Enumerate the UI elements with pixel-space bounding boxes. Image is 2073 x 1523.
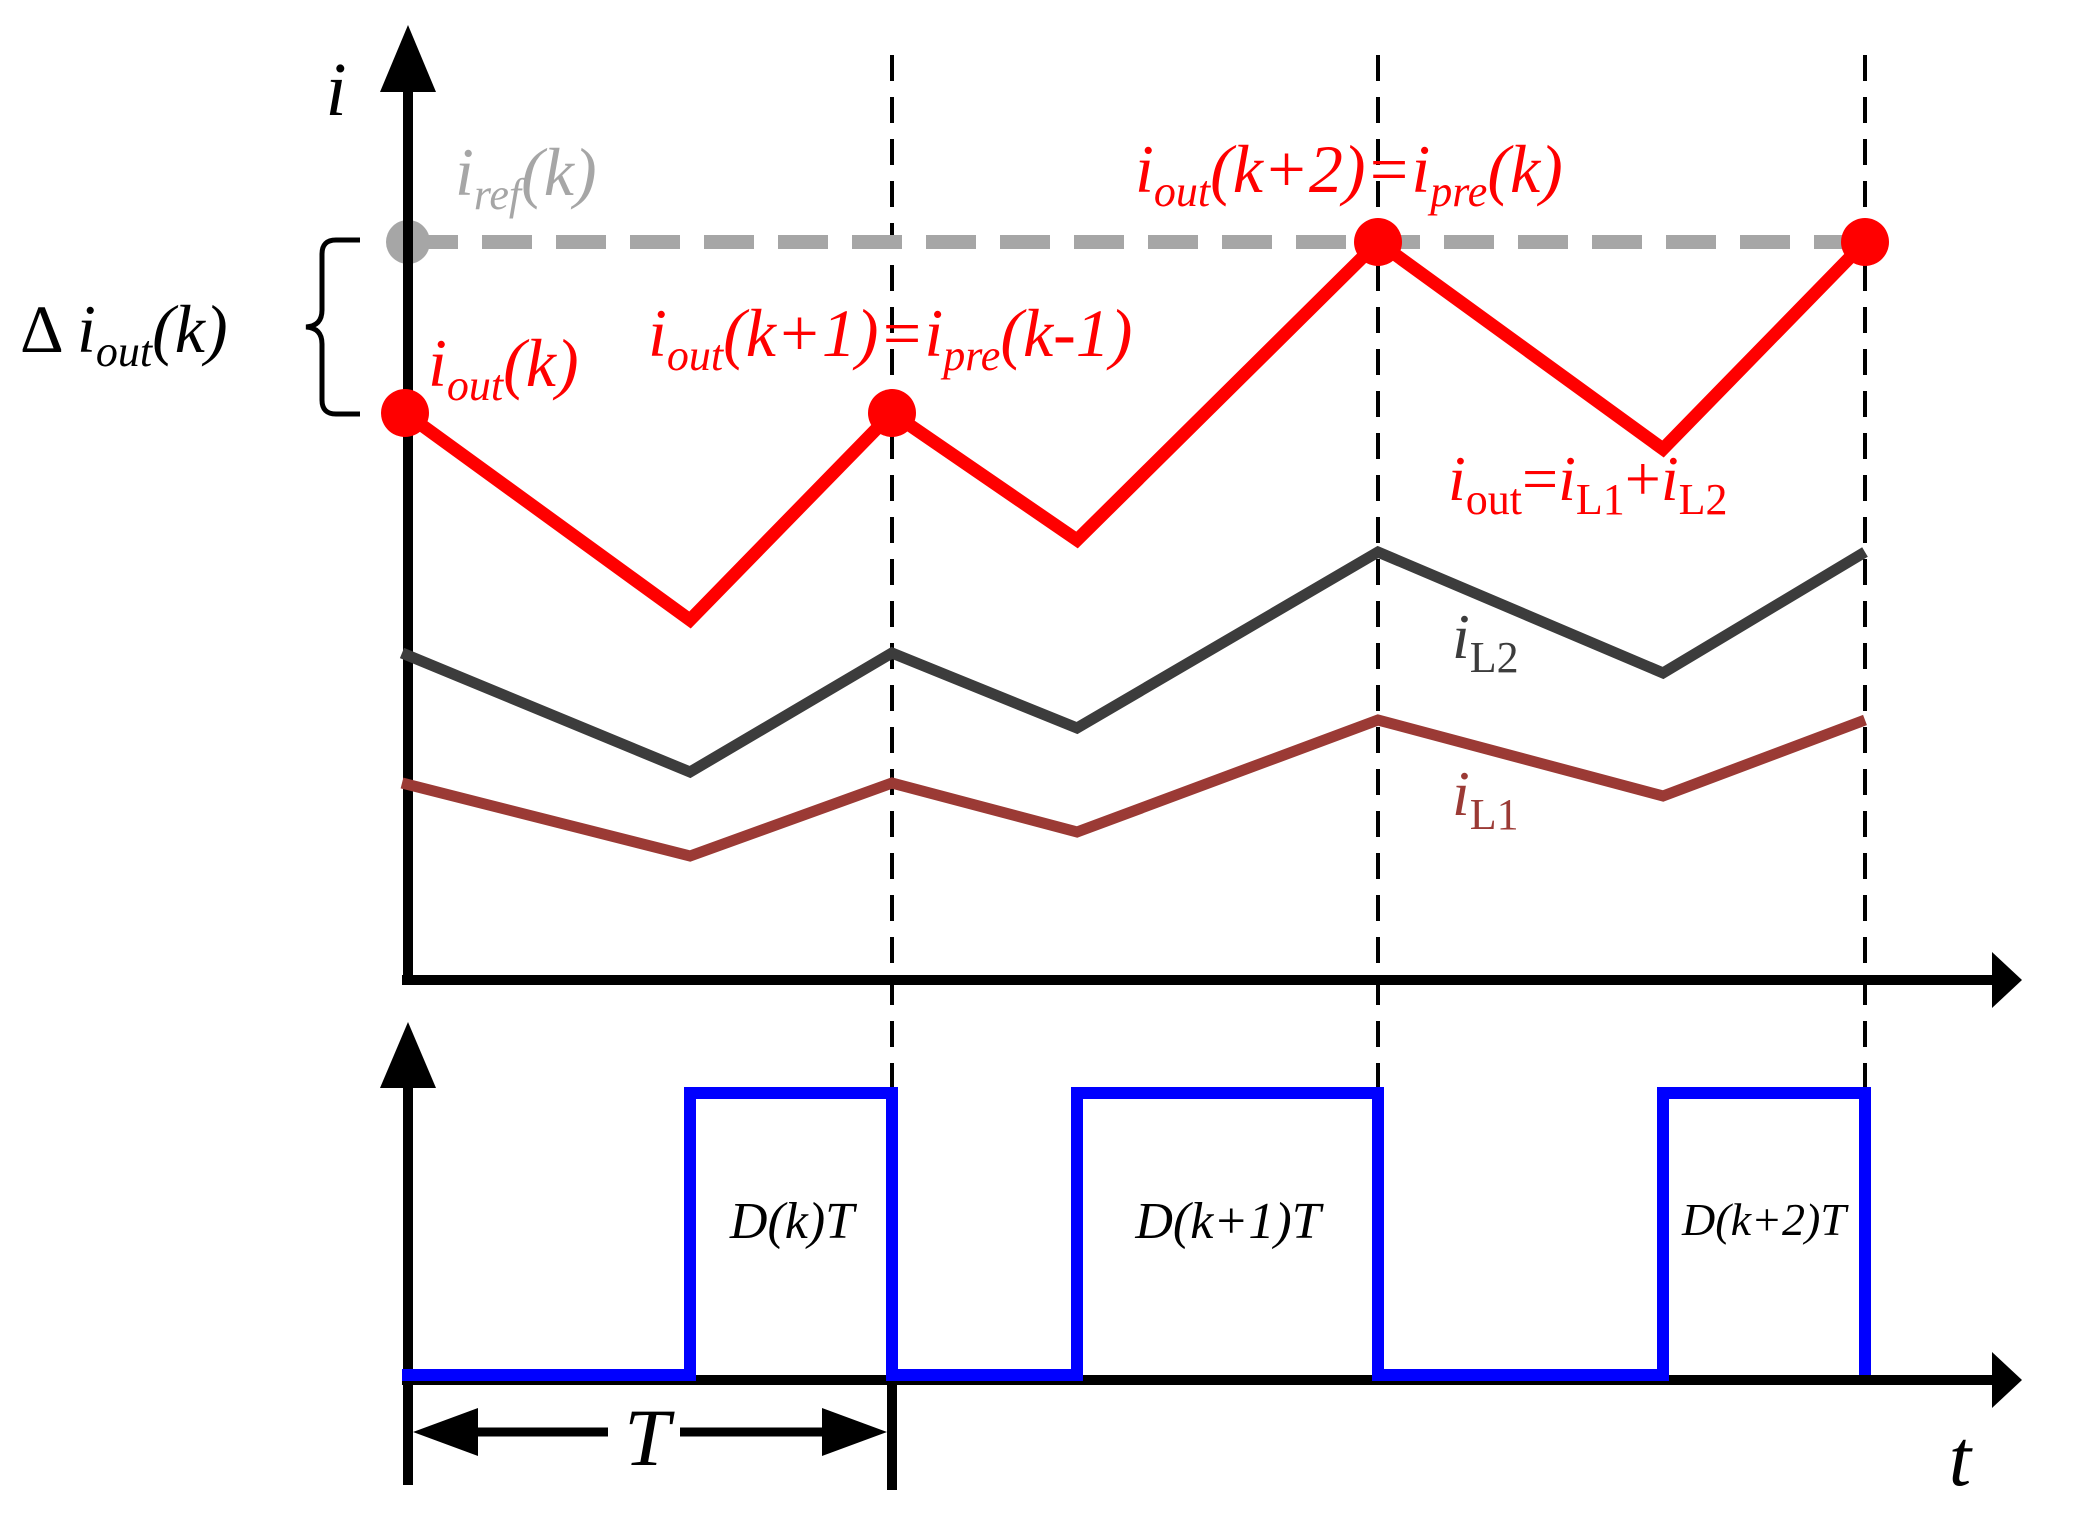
iout-k1-label: iout(k+1)=ipre(k-1): [648, 295, 1132, 380]
delta-label: Δ iout(k): [20, 291, 228, 376]
period-label: T: [624, 1392, 675, 1483]
duty-label-k1: D(k+1)T: [1134, 1193, 1323, 1250]
il2-label: iL2: [1452, 601, 1519, 682]
delta-brace: [305, 237, 360, 417]
duty-label-k2: D(k+2)T: [1681, 1194, 1849, 1245]
upper-axes: [380, 25, 2022, 1008]
i-axis-arrow: [380, 25, 436, 92]
t-axis-upper-arrow: [1992, 952, 2022, 1008]
iout-k2-label: iout(k+2)=ipre(k): [1135, 131, 1563, 216]
period-arrow-right-head: [822, 1408, 887, 1456]
iout-sample-points: [381, 218, 1889, 437]
iout-sum-label: iout=iL1+iL2: [1448, 443, 1728, 524]
iout-point-k3: [1841, 218, 1889, 266]
il1-label: iL1: [1452, 758, 1519, 839]
iout-point-k1: [868, 389, 916, 437]
iout-point-k2: [1354, 218, 1402, 266]
iout-k-label: iout(k): [428, 325, 579, 410]
t-axis-lower-arrow: [1992, 1352, 2022, 1408]
iout-point-k: [381, 389, 429, 437]
pulse-axis-arrow: [380, 1022, 436, 1088]
period-marker: T: [413, 1392, 887, 1483]
i-axis-label: i: [325, 48, 346, 132]
sampling-lines: [890, 55, 1867, 1095]
duty-label-k: D(k)T: [729, 1193, 857, 1250]
pwm-pulse: [402, 1087, 1871, 1381]
iref-label: iref(k): [455, 134, 597, 219]
il1-waveform: [400, 714, 1867, 862]
iout-waveform: [401, 233, 1870, 629]
t-axis-label: t: [1949, 1415, 1973, 1503]
il2-waveform: [399, 545, 1868, 779]
period-arrow-left-head: [413, 1408, 478, 1456]
